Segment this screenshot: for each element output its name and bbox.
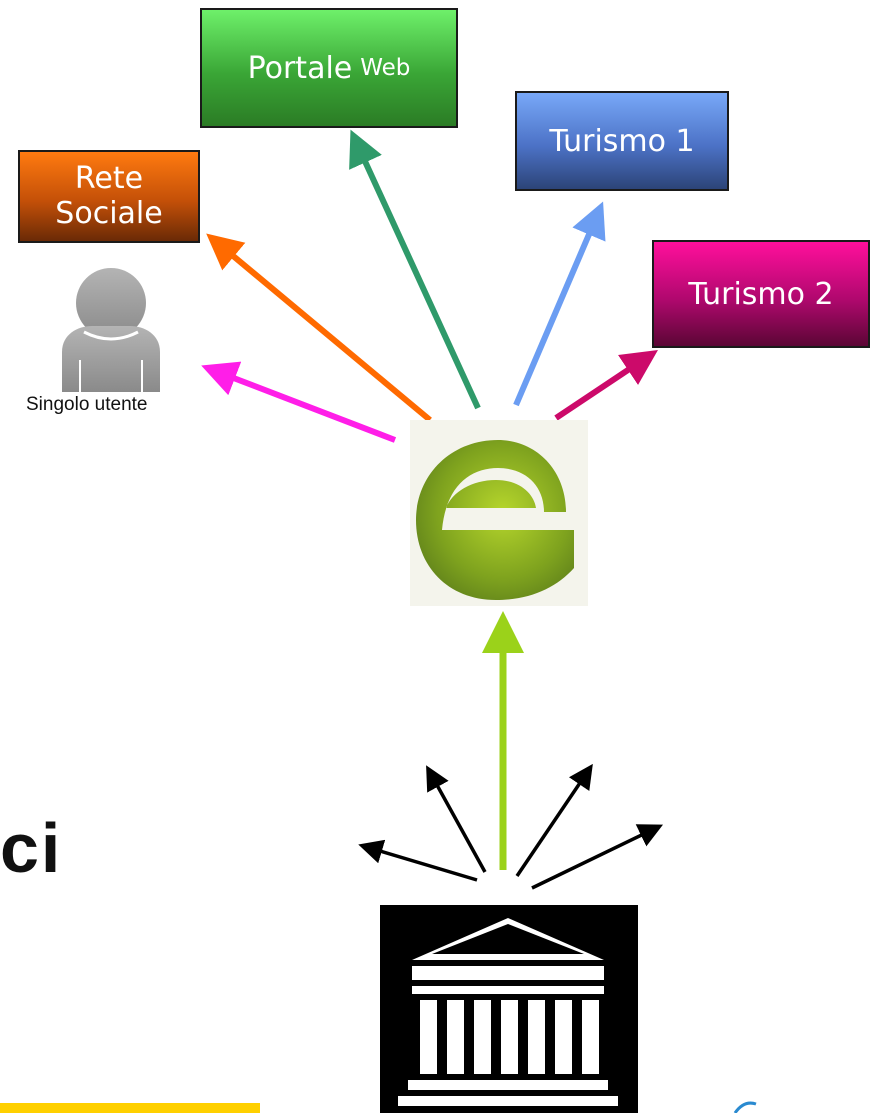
rete-sociale-label-line2: Sociale	[55, 195, 163, 231]
portale-web-box: Portale Web	[200, 8, 458, 128]
arrow-black-1	[358, 839, 478, 882]
turismo-2-box: Turismo 2	[652, 240, 870, 348]
portale-web-label: Portale	[247, 50, 353, 86]
cropped-heading-fragment: ci	[0, 809, 63, 887]
turismo-2-label: Turismo 2	[688, 276, 834, 312]
arrow-to-turismo-1	[513, 201, 606, 407]
arrow-black-2	[426, 765, 487, 873]
rete-sociale-label-line1: Rete	[74, 161, 144, 196]
partial-logo-fragment	[733, 1101, 757, 1113]
arrow-to-rete-sociale	[206, 233, 432, 423]
turismo-1-box: Turismo 1	[515, 91, 729, 191]
museum-building-icon	[380, 905, 638, 1113]
arrow-black-3	[515, 763, 593, 877]
yellow-accent-bar	[0, 1103, 260, 1113]
user-label: Singolo utente	[26, 394, 148, 415]
arrow-to-portale-web	[349, 129, 481, 410]
portale-web-label-small: Web	[360, 55, 411, 81]
person-icon	[62, 268, 160, 392]
arrow-black-4	[531, 824, 664, 890]
e-logo-icon	[410, 420, 588, 606]
turismo-1-label: Turismo 1	[549, 123, 695, 159]
rete-sociale-box: Rete Sociale	[18, 150, 200, 243]
arrow-to-turismo-2	[554, 350, 658, 421]
arrow-to-user	[201, 361, 397, 443]
